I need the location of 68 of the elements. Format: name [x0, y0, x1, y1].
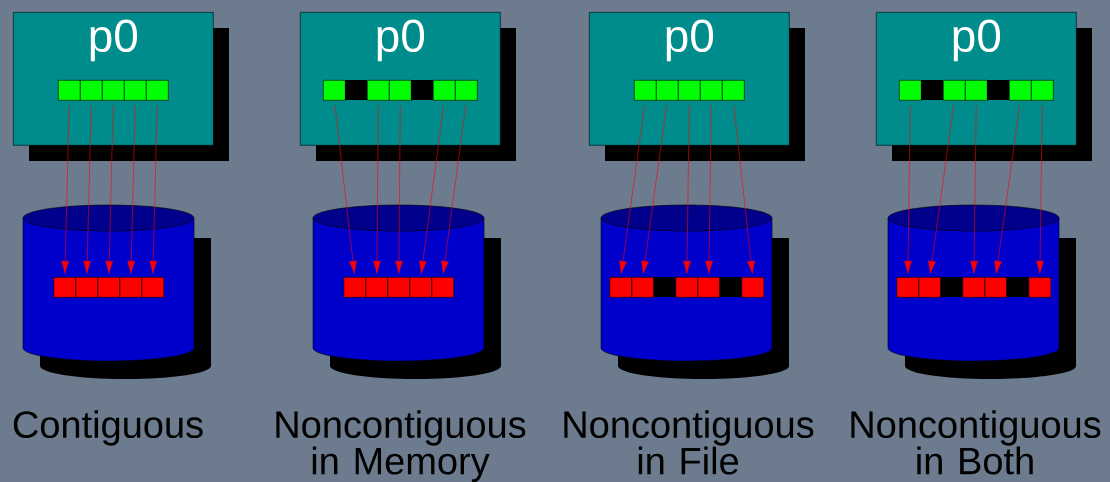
caption: Noncontiguous in File [564, 410, 814, 475]
data-cell [697, 277, 721, 298]
data-cell [609, 277, 633, 298]
arrow [1036, 105, 1044, 274]
data-cell [97, 277, 121, 298]
data-cell [1009, 80, 1032, 101]
data-cell [741, 277, 765, 298]
arrow [334, 105, 357, 274]
data-cell [1028, 277, 1052, 298]
data-cell [323, 80, 346, 101]
data-cell [899, 80, 922, 101]
data-cell [431, 277, 455, 298]
data-cell [80, 80, 103, 101]
data-cell [965, 80, 988, 101]
data-cell [896, 277, 920, 298]
data-cell [722, 80, 745, 101]
data-cell [631, 277, 655, 298]
data-cell [984, 277, 1008, 298]
data-cell [124, 80, 147, 101]
arrow [83, 105, 92, 274]
arrow [419, 105, 444, 274]
cylinder [22, 204, 211, 379]
arrow [683, 105, 691, 274]
arrow [705, 105, 713, 274]
caption: Contiguous [13, 410, 203, 446]
caption: Noncontiguous in Memory [276, 410, 526, 482]
arrow [61, 105, 70, 274]
arrow [641, 105, 667, 274]
process-box: p0 [589, 12, 805, 161]
data-cell [367, 80, 390, 101]
data-cell [678, 80, 701, 101]
arrow [441, 105, 466, 274]
arrow [149, 105, 158, 274]
cylinder [312, 204, 501, 379]
arrow [127, 105, 136, 274]
arrow [970, 105, 978, 274]
arrow [619, 105, 645, 274]
data-cell [433, 80, 456, 101]
data-cell [146, 80, 169, 101]
data-cell [53, 277, 77, 298]
data-cell [343, 277, 367, 298]
caption: Noncontiguous in Both [851, 410, 1101, 475]
data-cell [119, 277, 143, 298]
data-cell [1031, 80, 1054, 101]
data-cell [141, 277, 165, 298]
data-cell [455, 80, 478, 101]
data-cell [58, 80, 81, 101]
arrow [105, 105, 114, 274]
arrow [373, 105, 381, 274]
data-cell [389, 80, 412, 101]
data-cell [75, 277, 99, 298]
data-cell [962, 277, 986, 298]
data-cell [675, 277, 699, 298]
arrow [928, 105, 954, 274]
data-cell [918, 277, 942, 298]
arrow [733, 105, 755, 274]
data-cell [387, 277, 411, 298]
arrow [395, 105, 403, 274]
process-box: p0 [13, 12, 229, 161]
data-cell [700, 80, 723, 101]
data-cell [634, 80, 657, 101]
data-cell [102, 80, 125, 101]
arrow [904, 105, 912, 274]
data-cell [365, 277, 389, 298]
data-cell [943, 80, 966, 101]
data-cell [656, 80, 679, 101]
arrow [994, 105, 1020, 274]
data-cell [409, 277, 433, 298]
